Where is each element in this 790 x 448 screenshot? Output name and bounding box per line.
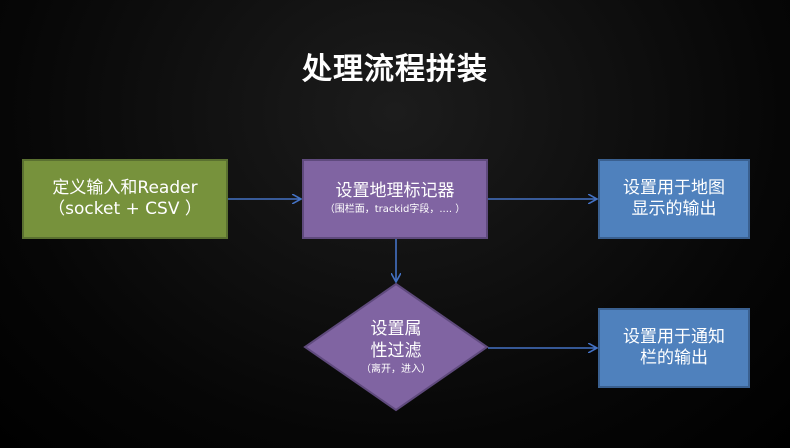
node-attribute-filter: 设置属 性过滤 （离开，进入） [323, 300, 469, 394]
diagram-title: 处理流程拼装 [302, 52, 488, 87]
node-marker-line1: 设置地理标记器 [335, 181, 455, 202]
node-attribute-filter-shape [303, 282, 489, 412]
node-notify-line2: 栏的输出 [640, 348, 708, 368]
node-notify-line1: 设置用于通知 [623, 326, 725, 347]
node-map-output: 设置用于地图 显示的输出 [598, 159, 750, 239]
node-filter-sub: （离开，进入） [361, 363, 431, 375]
node-input-line2: （socket + CSV ） [48, 199, 202, 219]
node-input-line1: 定义输入和Reader [52, 177, 198, 198]
node-filter-line2: 性过滤 [370, 340, 422, 361]
node-input-reader: 定义输入和Reader （socket + CSV ） [22, 159, 228, 239]
node-notify-output: 设置用于通知 栏的输出 [598, 308, 750, 388]
node-map-line1: 设置用于地图 [623, 177, 725, 198]
node-marker-sub: （围栏面，trackid字段，.... ） [324, 204, 466, 216]
node-filter-line1: 设置属 [370, 318, 422, 339]
node-map-line2: 显示的输出 [631, 199, 717, 219]
node-geo-marker: 设置地理标记器 （围栏面，trackid字段，.... ） [302, 159, 488, 239]
